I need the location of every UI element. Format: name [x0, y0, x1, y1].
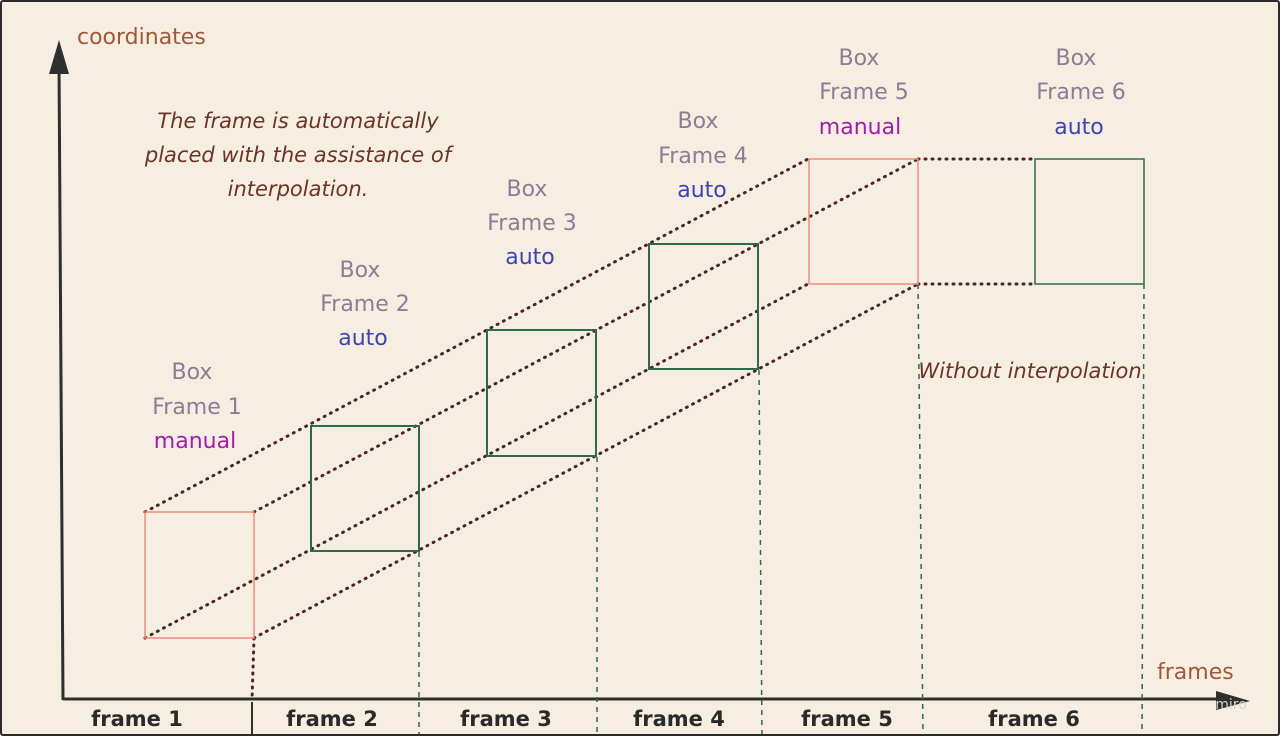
label-box-word: Box [839, 46, 880, 71]
divider-frame6 [1141, 283, 1145, 734]
label-mode: auto [505, 245, 555, 270]
label-frame-word: Frame 2 [320, 292, 410, 317]
interpolation-lines [143, 157, 1037, 702]
timeline-label-frame3: frame 3 [460, 707, 552, 731]
timeline-label-frame2: frame 2 [286, 707, 378, 731]
label-frame3: Box Frame 3 auto [487, 177, 577, 270]
label-frame1: Box Frame 1 manual [152, 360, 242, 454]
label-mode: manual [154, 429, 236, 454]
note-line-1: The frame is automatically [157, 109, 439, 133]
label-mode: auto [677, 178, 727, 203]
label-box-word: Box [340, 258, 381, 283]
label-mode: auto [1054, 115, 1104, 140]
label-frame6: Box Frame 6 auto [1036, 46, 1126, 140]
divider-frame5 [917, 283, 924, 734]
label-frame-word: Frame 5 [819, 80, 909, 105]
interpolation-line-top-right [252, 157, 920, 514]
y-axis [57, 61, 65, 701]
timeline-label-frame6: frame 6 [988, 707, 1080, 731]
interpolation-line-top-left [143, 157, 810, 514]
label-frame5: Box Frame 5 manual [819, 46, 909, 140]
x-axis-arrowhead [1216, 691, 1250, 710]
frame1-drop-line [250, 636, 256, 702]
timeline-label-frame4: frame 4 [633, 707, 725, 731]
box-frame3 [486, 329, 597, 457]
interpolation-line-bottom-right [252, 282, 920, 640]
y-axis-label: coordinates [77, 25, 206, 50]
box-frame4 [648, 243, 759, 370]
label-mode: auto [338, 326, 388, 351]
y-axis-arrowhead [49, 40, 69, 74]
label-frame-word: Frame 4 [658, 144, 748, 169]
label-box-word: Box [1056, 46, 1097, 71]
box-frame2 [310, 425, 420, 552]
timeline-label-frame5: frame 5 [801, 707, 893, 731]
box-frame6 [1034, 158, 1145, 285]
label-frame4: Box Frame 4 auto [658, 109, 748, 203]
label-frame-word: Frame 6 [1036, 80, 1126, 105]
x-axis-label: frames [1157, 660, 1234, 685]
interpolation-line-bottom-left [143, 282, 810, 640]
interpolation-note: The frame is automatically placed with t… [144, 109, 455, 201]
label-box-word: Box [507, 177, 548, 202]
timeline-label-frame1: frame 1 [91, 707, 183, 731]
no-interpolation-note: Without interpolation [918, 359, 1141, 383]
divider-frame4 [758, 369, 763, 734]
watermark: miro [1215, 697, 1247, 713]
frame-dividers [418, 283, 1145, 734]
label-box-word: Box [678, 109, 719, 134]
box-frame5 [808, 158, 919, 285]
label-frame-word: Frame 1 [152, 395, 242, 420]
label-box-word: Box [172, 360, 213, 385]
frame-timeline-labels: frame 1 frame 2 frame 3 frame 4 frame 5 … [91, 707, 1080, 731]
label-mode: manual [819, 115, 901, 140]
box-labels: Box Frame 1 manual Box Frame 2 auto Box … [152, 46, 1126, 454]
box-frame1 [144, 511, 255, 639]
label-frame2: Box Frame 2 auto [320, 258, 410, 351]
label-frame-word: Frame 3 [487, 211, 577, 236]
note-line-3: interpolation. [228, 177, 369, 201]
note-line-2: placed with the assistance of [144, 143, 455, 167]
